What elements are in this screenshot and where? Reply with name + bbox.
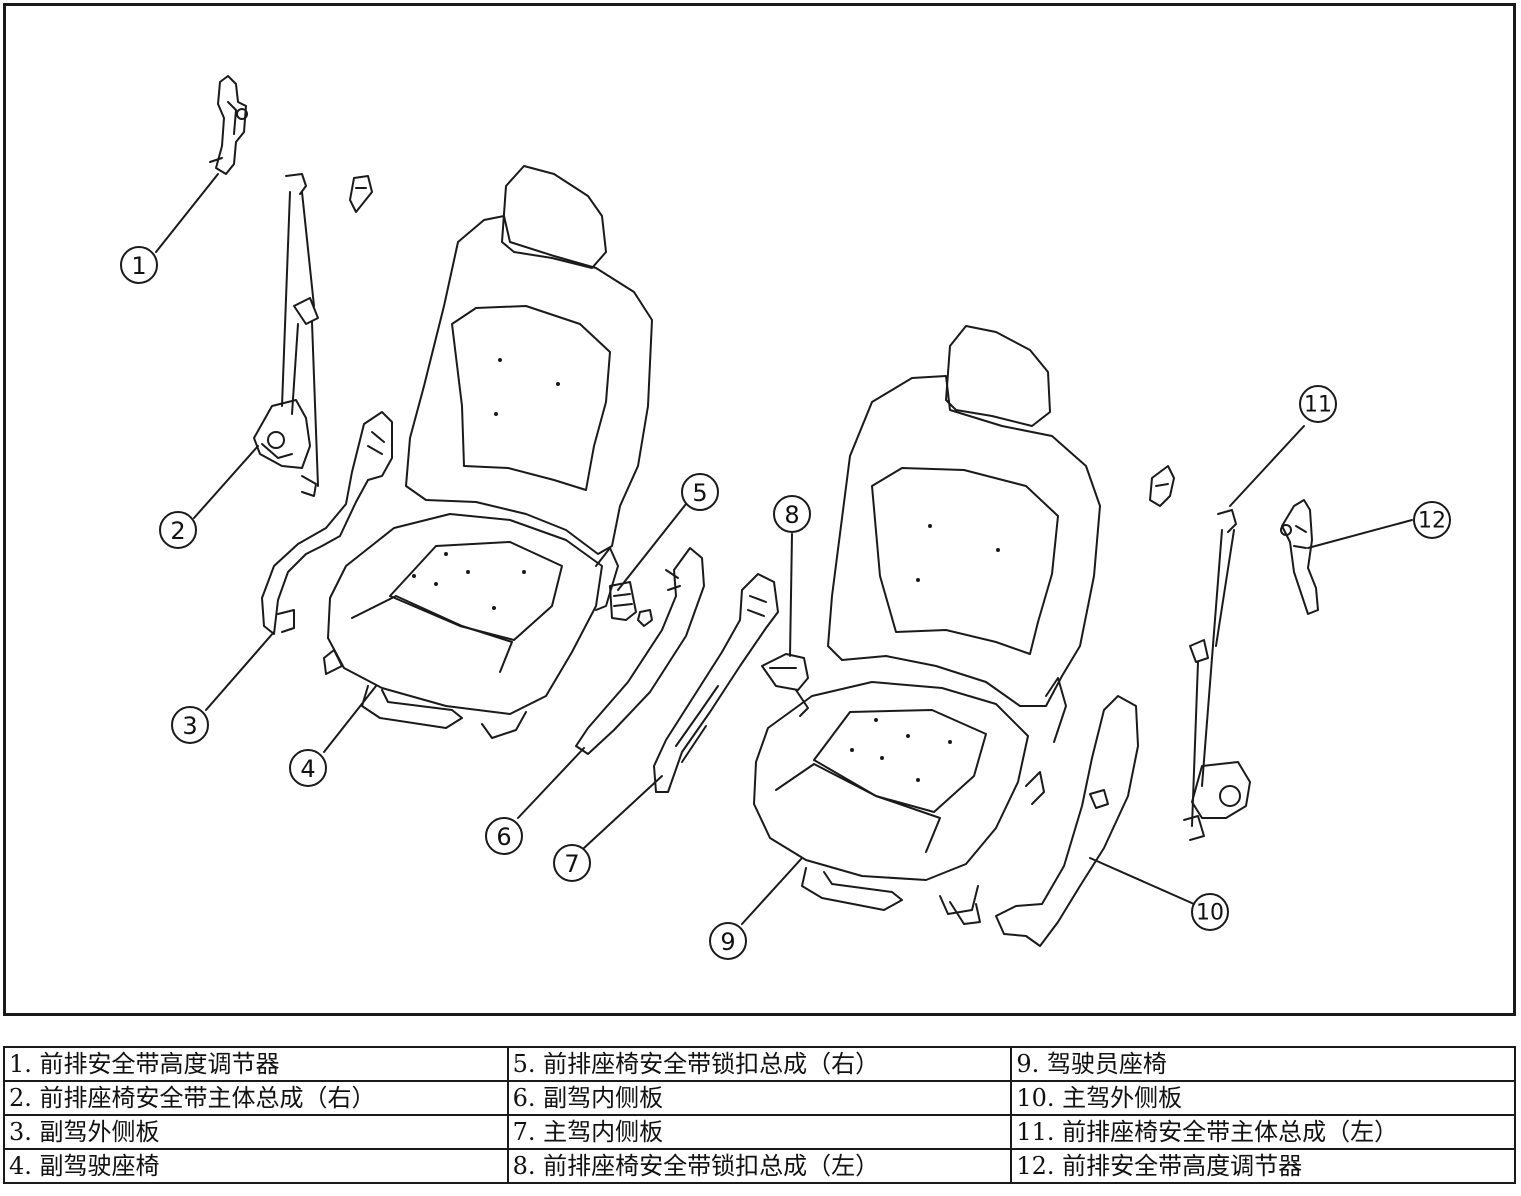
legend-row: 4. 副驾驶座椅 8. 前排座椅安全带锁扣总成（左） 12. 前排安全带高度调节… — [3, 1148, 1516, 1184]
callout-12: 12 — [1418, 509, 1446, 534]
legend-cell-7: 7. 主驾内侧板 — [506, 1114, 1013, 1150]
callout-6: 6 — [496, 823, 511, 851]
legend-row: 2. 前排座椅安全带主体总成（右） 6. 副驾内侧板 10. 主驾外侧板 — [3, 1080, 1516, 1116]
part-4-passenger-seat — [323, 165, 653, 739]
callout-11: 11 — [1304, 393, 1332, 418]
legend-cell-8: 8. 前排座椅安全带锁扣总成（左） — [506, 1148, 1013, 1184]
exploded-diagram: 1 2 3 4 5 6 7 8 9 10 11 12 — [3, 3, 1516, 1016]
legend-cell-5: 5. 前排座椅安全带锁扣总成（右） — [506, 1046, 1013, 1082]
leader-lines — [155, 173, 1413, 925]
legend-cell-2: 2. 前排座椅安全带主体总成（右） — [3, 1080, 509, 1116]
legend-cell-11: 11. 前排座椅安全带主体总成（左） — [1010, 1114, 1516, 1150]
legend-cell-12: 12. 前排安全带高度调节器 — [1010, 1148, 1516, 1184]
legend-cell-9: 9. 驾驶员座椅 — [1010, 1046, 1516, 1082]
part-1-height-adjuster — [209, 75, 248, 175]
legend-cell-6: 6. 副驾内侧板 — [506, 1080, 1013, 1116]
callout-9: 9 — [720, 928, 735, 956]
callout-1: 1 — [131, 252, 146, 280]
part-6-inner-panel-right — [575, 547, 705, 755]
callout-4: 4 — [300, 755, 315, 783]
diagram-canvas: 1 2 3 4 5 6 7 8 9 10 11 12 — [120, 75, 1451, 960]
legend-cell-4: 4. 副驾驶座椅 — [3, 1148, 509, 1184]
clip-left-upper — [1149, 465, 1175, 507]
part-8-buckle-left — [761, 653, 809, 717]
part-12-height-adjuster-left — [1280, 499, 1319, 615]
callout-3: 3 — [182, 712, 197, 740]
callout-8: 8 — [784, 501, 799, 529]
legend-row: 1. 前排安全带高度调节器 5. 前排座椅安全带锁扣总成（右） 9. 驾驶员座椅 — [3, 1046, 1516, 1082]
callout-5: 5 — [692, 479, 707, 507]
callout-7: 7 — [564, 850, 579, 878]
part-11-seatbelt-left — [1183, 509, 1251, 841]
part-9-driver-seat — [753, 325, 1101, 925]
legend-cell-1: 1. 前排安全带高度调节器 — [3, 1046, 509, 1082]
part-3-outer-panel-right — [261, 411, 393, 635]
part-10-outer-panel-left — [995, 695, 1139, 947]
callout-10: 10 — [1196, 901, 1224, 926]
callout-circles — [120, 246, 1451, 960]
part-5-buckle-right — [609, 581, 653, 627]
part-7-inner-panel-left — [653, 573, 779, 793]
parts-legend-table: 1. 前排安全带高度调节器 5. 前排座椅安全带锁扣总成（右） 9. 驾驶员座椅… — [3, 1046, 1516, 1184]
clip-right-upper — [349, 175, 373, 213]
legend-cell-10: 10. 主驾外侧板 — [1010, 1080, 1516, 1116]
part-2-seatbelt-right — [253, 173, 319, 497]
callout-2: 2 — [170, 517, 185, 545]
legend-cell-3: 3. 副驾外侧板 — [3, 1114, 509, 1150]
legend-row: 3. 副驾外侧板 7. 主驾内侧板 11. 前排座椅安全带主体总成（左） — [3, 1114, 1516, 1150]
